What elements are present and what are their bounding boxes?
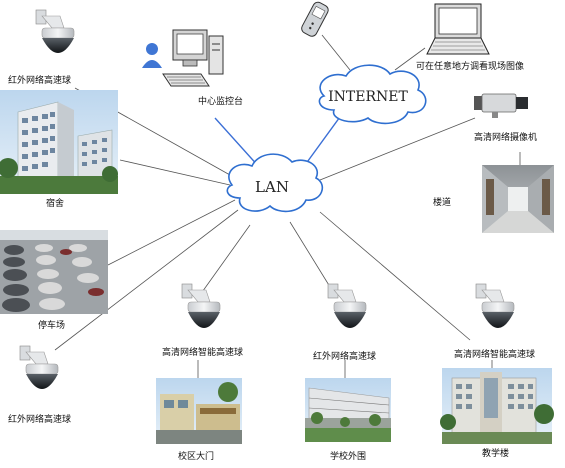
dormitory-label: 宿舍 — [46, 199, 65, 209]
remote-view-label: 可在任意地方调看现场图像 — [416, 62, 525, 72]
perimeter-camera-label: 红外网络高速球 — [313, 352, 377, 362]
corridor-photo — [482, 165, 554, 233]
link-perimeter-camera — [289, 221, 336, 296]
link-gate-camera — [199, 224, 251, 296]
link-teaching-camera — [319, 211, 471, 341]
internet-cloud: INTERNET — [318, 64, 427, 125]
dome-camera-icon — [19, 345, 59, 389]
perimeter-photo — [305, 378, 391, 442]
link-hd-camera — [319, 117, 476, 181]
link-control-center — [214, 117, 261, 169]
parking-photo — [0, 230, 108, 314]
ir-dome-bottom-label: 红外网络高速球 — [8, 415, 72, 425]
dormitory-photo — [0, 90, 118, 194]
user-icon — [142, 43, 162, 68]
mobile-phone-icon — [301, 1, 329, 37]
lan-label: LAN — [255, 178, 289, 196]
dome-camera-icon — [327, 283, 367, 328]
gate-camera-label: 高清网络智能高速球 — [162, 348, 244, 358]
link-dormitory — [119, 159, 231, 186]
hd-camera-label: 高清网络摄像机 — [474, 133, 538, 143]
link-laptop — [394, 47, 426, 71]
box-camera-icon — [474, 93, 528, 118]
ir-dome-top-label: 红外网络高速球 — [8, 76, 72, 86]
teaching-label: 教学楼 — [482, 449, 510, 459]
gate-photo — [156, 378, 242, 444]
teaching-camera-label: 高清网络智能高速球 — [454, 350, 536, 360]
gate-label: 校区大门 — [178, 452, 215, 462]
connection-lines — [54, 34, 521, 378]
teaching-building-photo — [440, 368, 554, 444]
internet-label: INTERNET — [328, 89, 408, 105]
dome-camera-icon — [181, 283, 221, 328]
dome-camera-icon — [475, 283, 515, 328]
corridor-label: 楼道 — [433, 198, 452, 208]
laptop-icon — [426, 3, 490, 55]
control-center-label: 中心监控台 — [198, 97, 244, 107]
dome-camera-icon — [35, 9, 75, 53]
computer-icon — [162, 29, 224, 87]
link-ir-dome-bottom — [54, 209, 239, 351]
link-parking — [107, 199, 236, 266]
link-phone — [321, 34, 351, 71]
lan-cloud: LAN — [226, 153, 324, 213]
parking-label: 停车场 — [38, 321, 66, 331]
perimeter-label: 学校外围 — [330, 452, 367, 462]
